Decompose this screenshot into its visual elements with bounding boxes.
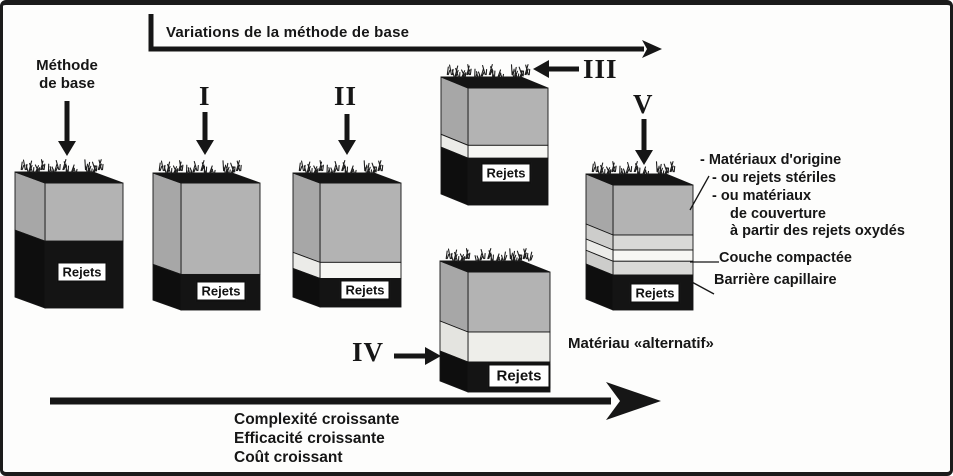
bottom-efficacite: Efficacité croissante [234, 430, 385, 447]
down-arrowhead [338, 140, 356, 155]
block-methode-de-base [14, 159, 124, 309]
layer-front-white [467, 144, 549, 159]
block-variation-3 [440, 64, 549, 206]
top-flow-arrow [148, 14, 644, 52]
layer-front-white [319, 261, 402, 279]
numeral-iv: IV [352, 337, 385, 367]
vegetation-icon [158, 160, 242, 174]
bottom-flow-arrowhead [606, 382, 661, 420]
rejets-label: Rejets [480, 162, 532, 184]
down-arrowhead [196, 140, 214, 155]
numeral-ii: II [334, 81, 358, 111]
rejets-label: Rejets [487, 363, 551, 389]
layer-side-gray [292, 172, 321, 264]
layer-front-lightgray [612, 234, 694, 251]
down-arrowhead [635, 150, 653, 165]
left-arrowhead-iii [533, 60, 549, 78]
layer-side-black [440, 146, 469, 206]
block-variation-1 [152, 160, 261, 311]
annotation-a-partir-rejets-oxydes: à partir des rejets oxydés [730, 223, 905, 239]
layer-front-gray [319, 182, 402, 263]
layer-front-gray [612, 184, 694, 236]
annotation-couche-compactee: Couche compactée [719, 250, 852, 266]
layer-side-black [292, 267, 321, 308]
vegetation-icon [20, 159, 104, 173]
layer-front-lightgray [612, 260, 694, 276]
numeral-i: I [199, 81, 211, 111]
vegetation-icon [445, 248, 534, 262]
layer-front-gray [467, 87, 549, 146]
base-method-label: Méthode de base [36, 57, 98, 92]
materiau-alternatif-label: Matériau «alternatif» [568, 335, 714, 352]
layer-front-white [612, 249, 694, 262]
down-arrowhead [58, 141, 76, 156]
leader-line [689, 280, 715, 295]
layer-front-gray [180, 182, 261, 275]
layer-side-gray [14, 171, 46, 242]
layer-side-black [585, 263, 614, 311]
layer-front-gray [467, 271, 551, 333]
top-flow-arrowhead [642, 40, 662, 58]
block-variation-4 [439, 248, 551, 393]
layer-side-black [14, 229, 46, 309]
rejets-label: Rejets [56, 261, 108, 283]
diagram-canvas [14, 14, 719, 420]
numeral-iii: III [583, 54, 618, 84]
rejets-label: Rejets [195, 280, 247, 302]
layer-side-black [152, 263, 182, 311]
bottom-complexite: Complexité croissante [234, 411, 400, 428]
layer-side-black [439, 350, 469, 393]
block-top-face [439, 260, 551, 273]
bottom-cout: Coût croissant [234, 449, 343, 466]
rejets-label: Rejets [339, 279, 391, 301]
leader-line [689, 175, 710, 211]
layer-side-gray [439, 260, 469, 333]
numeral-v: V [633, 89, 654, 119]
annotation-ou-rejets-steriles: - ou rejets stériles [712, 170, 837, 186]
annotation-de-couverture: de couverture [730, 206, 826, 222]
annotation-ou-materiaux: - ou matériaux [712, 188, 812, 204]
vegetation-icon [591, 161, 676, 175]
layer-front-offwhite [467, 331, 551, 363]
layer-side-gray [152, 172, 182, 276]
top-arrow-label: Variations de la méthode de base [166, 24, 410, 41]
layer-front-gray [44, 182, 124, 242]
right-arrowhead-iv [425, 347, 441, 365]
vegetation-icon [298, 160, 384, 174]
annotation-barriere-capillaire: Barrière capillaire [714, 272, 837, 288]
vegetation-icon [446, 64, 531, 78]
annotation-materiaux-origine: - Matériaux d'origine [700, 152, 842, 168]
layer-side-gray [440, 76, 469, 146]
rejets-label: Rejets [629, 282, 681, 304]
